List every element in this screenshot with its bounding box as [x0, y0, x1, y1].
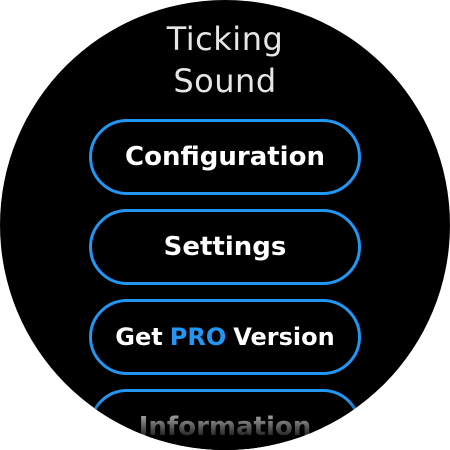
pro-button-highlight: PRO: [169, 323, 227, 351]
get-pro-version-button[interactable]: Get PRO Version: [89, 299, 361, 375]
configuration-button-label: Configuration: [125, 142, 325, 172]
settings-button[interactable]: Settings: [89, 209, 361, 285]
pro-button-prefix: Get: [115, 323, 163, 351]
information-button-label: Information: [138, 412, 312, 442]
app-title-line-1: Ticking: [166, 20, 284, 58]
pro-button-suffix: Version: [233, 323, 335, 351]
information-button[interactable]: Information: [89, 389, 361, 450]
settings-button-label: Settings: [163, 232, 287, 262]
configuration-button[interactable]: Configuration: [89, 119, 361, 195]
app-title-line-2: Sound: [173, 62, 277, 100]
app-title: Ticking Sound: [0, 18, 450, 102]
